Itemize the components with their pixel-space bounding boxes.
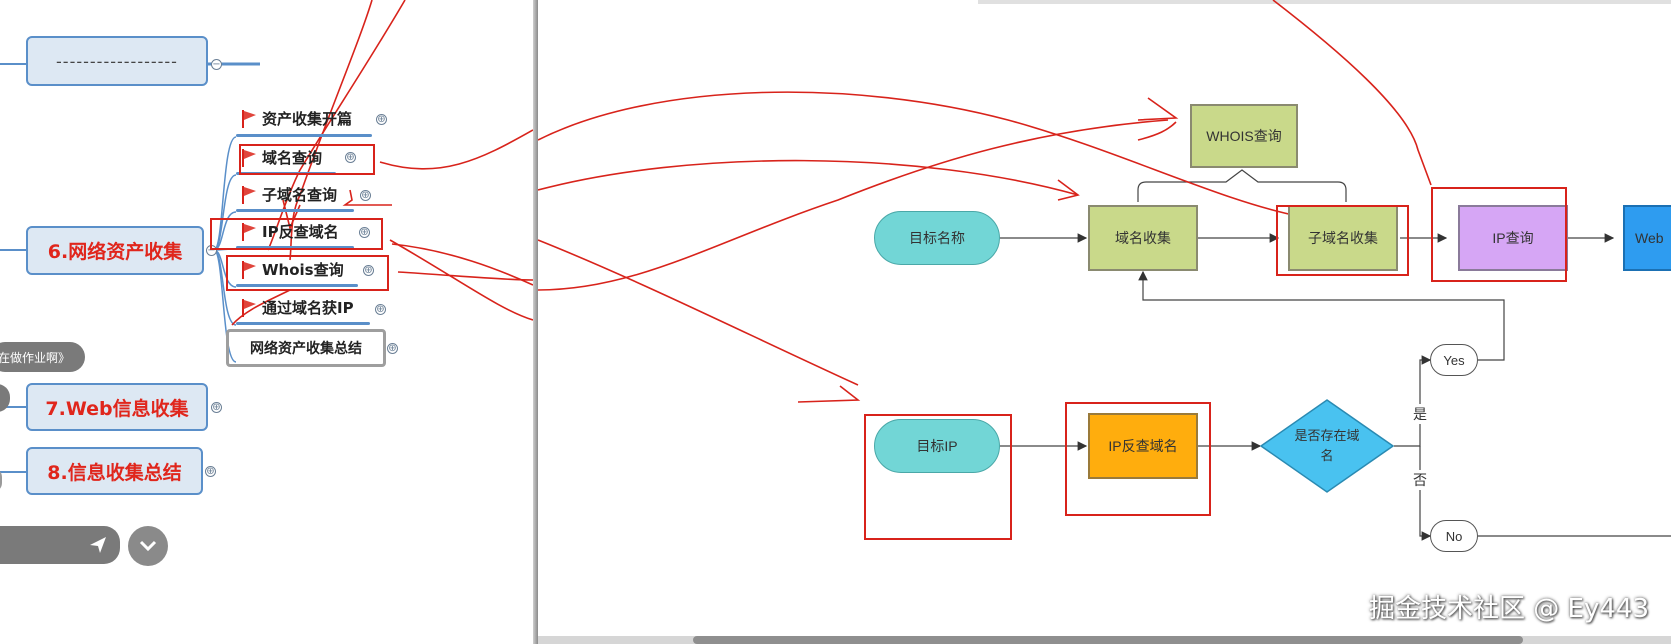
subtopic-label: 网络资产收集总结 bbox=[250, 341, 362, 357]
flag-icon bbox=[242, 109, 256, 128]
no-cn-label: 否 bbox=[1410, 470, 1430, 490]
flag-icon bbox=[242, 148, 256, 167]
decision-label: 是否存在域名 bbox=[1294, 428, 1360, 463]
domain-exists-decision[interactable] bbox=[1260, 399, 1394, 493]
subtopic-asset-intro[interactable]: 资产收集开篇 bbox=[242, 108, 352, 129]
scroll-marker bbox=[0, 384, 10, 412]
flowchart-connectors bbox=[538, 0, 1671, 541]
subtopic-underline bbox=[236, 284, 358, 287]
highlight-box bbox=[239, 144, 375, 175]
mindmap-top-node[interactable]: ------------------ bbox=[26, 36, 208, 86]
scroll-marker bbox=[0, 468, 2, 492]
ip-query-node[interactable]: IP查询 bbox=[1458, 205, 1568, 271]
subtopic-underline bbox=[236, 134, 372, 137]
side-pill[interactable]: 在做作业啊》 bbox=[0, 342, 85, 372]
subtopic-whois[interactable]: Whois查询 bbox=[242, 259, 344, 280]
expand-icon[interactable]: ⊕ bbox=[363, 265, 374, 276]
subtopic-domain-query[interactable]: 域名查询 bbox=[242, 147, 322, 168]
subtopic-label: 资产收集开篇 bbox=[262, 110, 353, 128]
main-node-7[interactable]: 7.Web信息收集 bbox=[26, 383, 208, 431]
flag-icon bbox=[242, 222, 256, 241]
subtopic-label: 子域名查询 bbox=[262, 186, 338, 204]
expand-icon[interactable]: ⊕ bbox=[360, 190, 371, 201]
expand-icon[interactable]: ⊕ bbox=[376, 114, 387, 125]
top-node-label: ------------------ bbox=[56, 51, 178, 71]
node-label: IP查询 bbox=[1492, 230, 1534, 246]
subtopic-label: 通过域名获IP bbox=[262, 299, 354, 317]
subtopic-underline bbox=[236, 322, 370, 325]
subtopic-subdomain-query[interactable]: 子域名查询 bbox=[242, 184, 337, 205]
watermark: 掘金技术社区 @ Ey443 bbox=[1369, 594, 1649, 624]
collapse-icon[interactable]: − bbox=[211, 59, 222, 70]
expand-icon[interactable]: ⊕ bbox=[359, 227, 370, 238]
main-node-6[interactable]: 6.网络资产收集 bbox=[26, 226, 204, 275]
node-label: WHOIS查询 bbox=[1206, 128, 1282, 144]
node-label: 目标名称 bbox=[909, 230, 965, 246]
expand-icon[interactable]: ⊕ bbox=[375, 304, 386, 315]
highlight-box bbox=[1276, 205, 1409, 276]
flag-icon bbox=[242, 260, 256, 279]
node-label: Web bbox=[1635, 230, 1664, 246]
node-label: 目标IP bbox=[916, 438, 958, 454]
domain-collect-node[interactable]: 域名收集 bbox=[1088, 205, 1198, 271]
target-name-node[interactable]: 目标名称 bbox=[874, 211, 1000, 265]
yes-cn-label: 是 bbox=[1410, 404, 1430, 424]
highlight-box bbox=[1065, 402, 1211, 516]
side-pill-label: 在做作业啊》 bbox=[0, 350, 71, 365]
highlight-box bbox=[1431, 187, 1567, 282]
expand-icon[interactable]: ⊕ bbox=[387, 343, 398, 354]
subtopic-domain-to-ip[interactable]: 通过域名获IP bbox=[242, 297, 354, 318]
top-strip bbox=[978, 0, 1671, 4]
whois-node[interactable]: WHOIS查询 bbox=[1190, 104, 1298, 168]
expand-icon[interactable]: ⊕ bbox=[345, 152, 356, 163]
expand-icon[interactable]: ⊕ bbox=[211, 402, 222, 413]
highlight-box bbox=[210, 218, 383, 250]
send-icon bbox=[90, 537, 106, 553]
main-node-7-label: 7.Web信息收集 bbox=[45, 397, 189, 420]
flowchart-pane: 目标名称 域名收集 WHOIS查询 子域名收集 IP查询 Web 目标IP IP… bbox=[538, 0, 1671, 644]
highlight-box bbox=[864, 414, 1012, 540]
main-node-8[interactable]: 8.信息收集总结 bbox=[26, 447, 203, 495]
chevron-down-icon bbox=[139, 540, 157, 552]
subtopic-label: IP反查域名 bbox=[262, 223, 339, 241]
ip-reverse-node[interactable]: IP反查域名 bbox=[1088, 413, 1198, 479]
send-bar[interactable] bbox=[0, 526, 120, 564]
subtopic-underline bbox=[236, 209, 354, 212]
node-label: IP反查域名 bbox=[1108, 438, 1178, 454]
flag-icon bbox=[242, 298, 256, 317]
pane-divider[interactable] bbox=[533, 0, 538, 644]
subtopic-underline bbox=[236, 246, 354, 249]
subtopic-label: 域名查询 bbox=[262, 149, 323, 167]
subtopic-summary[interactable]: 网络资产收集总结 bbox=[226, 329, 386, 367]
mindmap-pane: ------------------ − 6.网络资产收集 − 7.Web信息收… bbox=[0, 0, 533, 644]
target-ip-node[interactable]: 目标IP bbox=[874, 419, 1000, 473]
flag-icon bbox=[242, 185, 256, 204]
subtopic-label: Whois查询 bbox=[262, 261, 344, 279]
expand-down-button[interactable] bbox=[128, 526, 168, 566]
node-label: 域名收集 bbox=[1115, 230, 1171, 246]
no-node[interactable]: No bbox=[1430, 520, 1478, 552]
web-node[interactable]: Web bbox=[1623, 205, 1671, 271]
expand-icon[interactable]: ⊕ bbox=[205, 466, 216, 477]
subtopic-ip-reverse[interactable]: IP反查域名 bbox=[242, 221, 339, 242]
node-label: 子域名收集 bbox=[1308, 230, 1378, 246]
yes-node[interactable]: Yes bbox=[1430, 344, 1478, 376]
main-node-6-label: 6.网络资产收集 bbox=[47, 241, 183, 263]
main-node-8-label: 8.信息收集总结 bbox=[47, 461, 182, 484]
scrollbar-thumb[interactable] bbox=[693, 636, 1523, 644]
highlight-box bbox=[226, 255, 389, 291]
